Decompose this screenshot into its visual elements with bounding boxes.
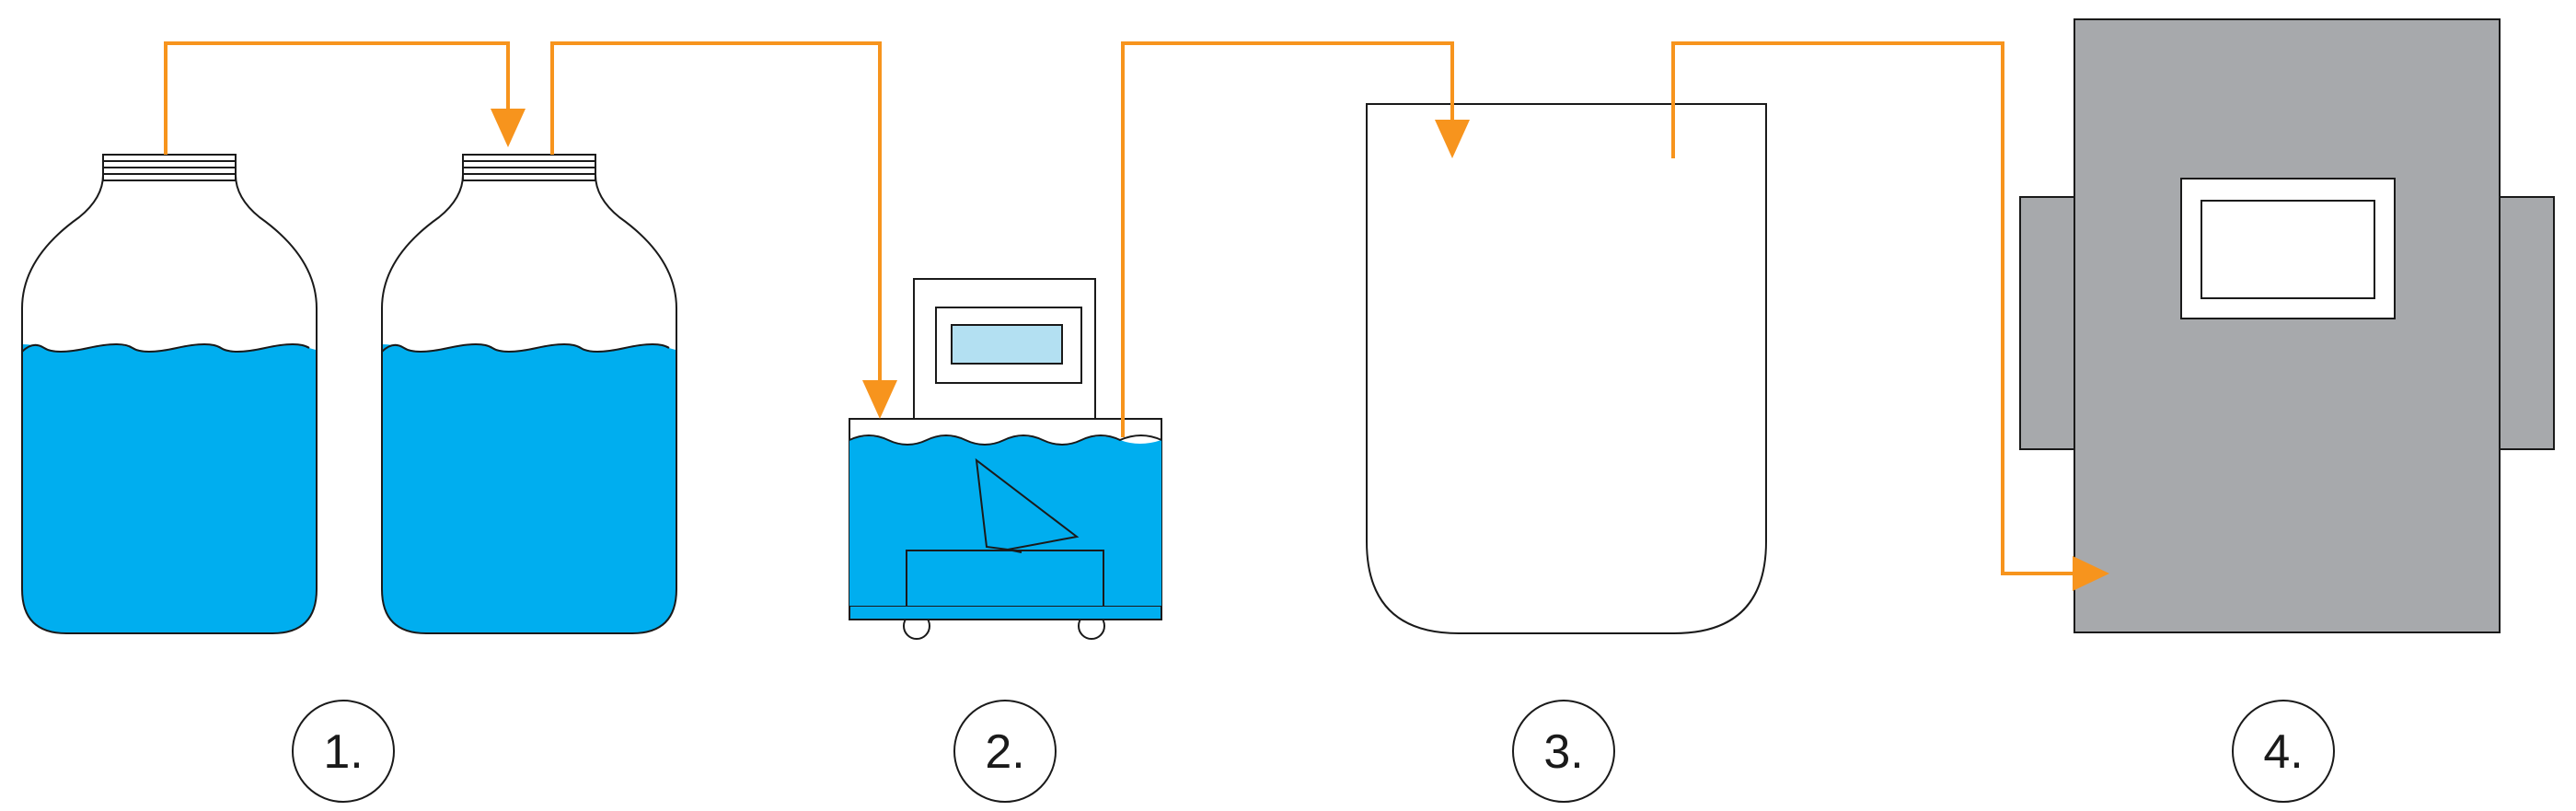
bottle-2 (381, 154, 677, 634)
bottle-1-outline (21, 155, 318, 634)
step-number-2: 2. (985, 725, 1024, 779)
arrow-into-cabinet (2073, 556, 2109, 591)
water-bath (849, 278, 1162, 640)
display-screen (951, 324, 1063, 365)
step-number-3: 3. (1543, 725, 1583, 779)
step-label-2: 2. (953, 700, 1057, 803)
holding-tank (1366, 103, 1767, 634)
bottle-2-outline (381, 155, 677, 634)
pipe-bath-to-tank (1121, 41, 1454, 437)
bottle-2-waterline (381, 343, 670, 353)
tank-outline (1366, 103, 1767, 634)
arrow-into-bottle-2 (491, 109, 526, 147)
step-label-1: 1. (292, 700, 395, 803)
step-circle-3 (1512, 700, 1615, 803)
cabinet-window (2201, 200, 2375, 299)
arrow-into-tank (1435, 120, 1470, 158)
step-circle-1 (292, 700, 395, 803)
step-number-4: 4. (2263, 725, 2303, 779)
cabinet (2019, 18, 2555, 633)
pipe-tank-to-cabinet (1671, 41, 2087, 575)
step-circle-4 (2232, 700, 2335, 803)
bottle-1-cap (102, 154, 237, 181)
bottle-1-water (22, 344, 317, 633)
cabinet-body (2074, 18, 2501, 633)
step-number-1: 1. (323, 725, 363, 779)
pipe-bottle1-to-bottle2 (164, 41, 510, 155)
step-label-4: 4. (2232, 700, 2335, 803)
bath-water (849, 436, 1161, 620)
step-circle-2 (953, 700, 1057, 803)
bottle-1-waterline (21, 343, 310, 353)
bottle-1 (21, 154, 318, 634)
pipes (164, 41, 2109, 591)
cabinet-left-handle (2019, 196, 2076, 450)
bottle-2-water (382, 344, 676, 633)
bath-waterline (849, 434, 1162, 446)
arrow-into-bath (862, 380, 897, 419)
step-label-3: 3. (1512, 700, 1615, 803)
cabinet-right-handle (2498, 196, 2555, 450)
bottle-2-cap (462, 154, 596, 181)
pipe-bottle2-to-bath (550, 41, 882, 394)
